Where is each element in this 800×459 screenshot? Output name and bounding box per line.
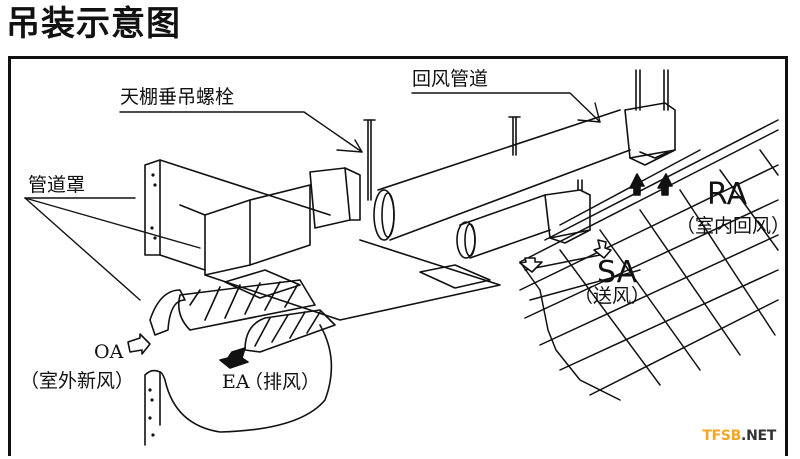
exhaust-ports <box>149 279 336 353</box>
outside-wall <box>144 369 161 446</box>
return-diffuser <box>624 102 676 166</box>
sa-desc-label: （送风） <box>574 285 651 307</box>
oa-arrow <box>127 333 151 355</box>
leader-lines <box>24 92 601 301</box>
flexible-duct-loop <box>159 324 333 433</box>
ceiling-bolts <box>363 69 669 201</box>
heat-exchanger-unit <box>179 167 501 321</box>
diagram-frame <box>8 56 788 456</box>
page-title: 吊装示意图 <box>6 4 181 44</box>
duct-cover-label: 管道罩 <box>28 174 86 196</box>
return-air-duct <box>373 109 631 259</box>
watermark: TFSB.NET <box>702 428 776 444</box>
sa-code-label: SA <box>597 255 638 290</box>
supply-diffuser <box>544 189 591 244</box>
watermark-part2: .NET <box>741 428 776 444</box>
oa-desc-label: （室外新风） <box>20 370 135 392</box>
sa-arrows <box>519 239 612 273</box>
ea-code-label: EA <box>222 371 250 393</box>
ceiling-bolt-label: 天棚垂吊螺栓 <box>120 86 235 108</box>
ra-arrows <box>629 173 673 196</box>
ea-desc-label: （排风） <box>244 371 321 393</box>
return-duct-label: 回风管道 <box>412 68 489 90</box>
ceiling-grid <box>519 119 779 401</box>
ra-code-label: RA <box>707 177 748 212</box>
ea-arrow <box>219 347 249 369</box>
watermark-part1: TFSB <box>702 428 742 444</box>
oa-code-label: OA <box>94 341 124 363</box>
duct-cover-panel <box>144 159 331 271</box>
ra-desc-label: （室内回风） <box>676 215 791 237</box>
